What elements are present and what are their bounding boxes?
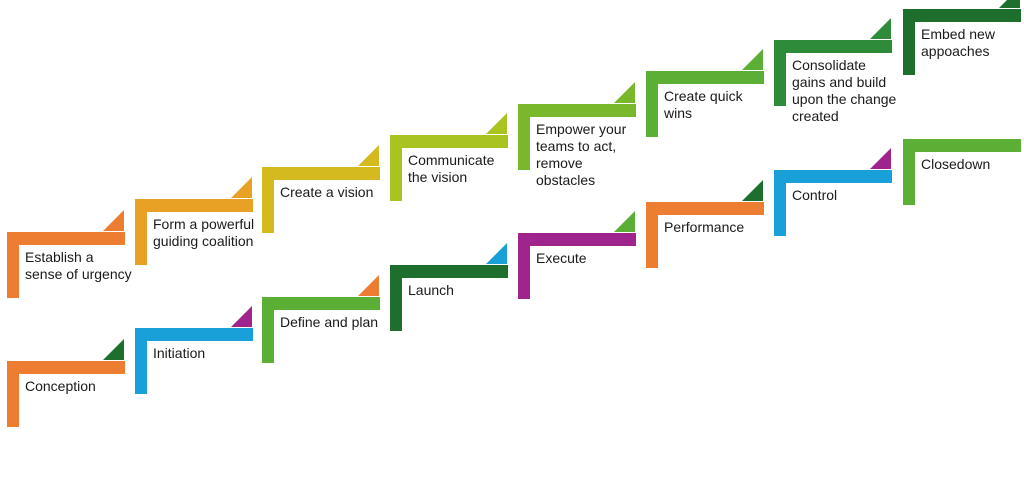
step-top-bar — [903, 139, 1021, 152]
step-top-bar — [518, 233, 636, 246]
step-label: Conception — [25, 378, 96, 394]
step-top-bar — [390, 135, 508, 148]
step-top-bar — [7, 232, 125, 245]
lower-step: Performance — [646, 180, 768, 327]
step-left-bar — [518, 233, 530, 299]
step-left-bar — [390, 135, 402, 201]
step-left-bar — [7, 232, 19, 298]
step-wedge-arrow — [231, 306, 252, 327]
step-label: Control — [792, 187, 838, 203]
lower-step: Control — [774, 148, 896, 295]
staircase-diagram: Establish a sense of urgency Form a power… — [7, 0, 1024, 427]
lower-step: Initiation — [135, 306, 257, 453]
lower-step: Launch — [390, 243, 512, 390]
step-wedge-arrow — [231, 177, 252, 198]
step-label: Execute — [536, 250, 587, 266]
step-top-bar — [646, 202, 764, 215]
step-label: Establish a sense of urgency — [25, 249, 132, 282]
step-wedge-arrow — [486, 243, 507, 264]
step-left-bar — [646, 202, 658, 268]
upper-step: Establish a sense of urgency — [7, 210, 132, 357]
step-top-bar — [774, 40, 892, 53]
step-left-bar — [774, 170, 786, 236]
step-wedge-arrow — [742, 49, 763, 70]
step-top-bar — [262, 167, 380, 180]
upper-step: Consolidate gains and build upon the cha… — [774, 18, 896, 165]
step-label: Embed new appoaches — [921, 26, 995, 59]
lower-step: Define and plan — [262, 275, 384, 422]
step-label: Initiation — [153, 345, 206, 361]
step-wedge-arrow — [486, 113, 507, 134]
step-label: Communicate the vision — [408, 152, 495, 185]
step-wedge-arrow — [614, 82, 635, 103]
step-label: Closedown — [921, 156, 991, 172]
step-top-bar — [7, 361, 125, 374]
step-label: Create quick wins — [664, 88, 743, 121]
upper-step: Form a powerful guiding coalition — [135, 177, 257, 324]
step-wedge-arrow — [358, 145, 379, 166]
upper-step: Create a vision — [262, 145, 384, 292]
step-left-bar — [774, 40, 786, 106]
step-left-bar — [135, 328, 147, 394]
step-top-bar — [903, 9, 1021, 22]
step-top-bar — [390, 265, 508, 278]
step-wedge-arrow — [103, 210, 124, 231]
step-top-bar — [135, 328, 253, 341]
step-left-bar — [903, 9, 915, 75]
step-top-bar — [646, 71, 764, 84]
step-left-bar — [262, 297, 274, 363]
step-label: Define and plan — [280, 314, 379, 330]
upper-step: Communicate the vision — [390, 113, 512, 260]
step-label: Consolidate gains and build upon the cha… — [792, 57, 897, 124]
step-wedge-arrow — [870, 18, 891, 39]
step-wedge-arrow — [999, 0, 1020, 8]
step-top-bar — [262, 297, 380, 310]
step-label: Create a vision — [280, 184, 374, 200]
step-top-bar — [518, 104, 636, 117]
upper-step: Embed new appoaches — [903, 0, 1024, 134]
step-left-bar — [262, 167, 274, 233]
step-label: Performance — [664, 219, 745, 235]
lower-step: Conception — [7, 339, 129, 486]
upper-step: Empower your teams to act, remove obstac… — [518, 82, 640, 229]
upper-step: Create quick wins — [646, 49, 768, 196]
lower-step: Closedown — [903, 139, 1024, 264]
step-wedge-arrow — [614, 211, 635, 232]
step-wedge-arrow — [870, 148, 891, 169]
step-left-bar — [7, 361, 19, 427]
step-left-bar — [135, 199, 147, 265]
step-top-bar — [135, 199, 253, 212]
step-left-bar — [518, 104, 530, 170]
step-left-bar — [903, 139, 915, 205]
step-label: Launch — [408, 282, 454, 298]
step-wedge-arrow — [742, 180, 763, 201]
step-label: Empower your teams to act, remove obstac… — [536, 121, 627, 188]
step-left-bar — [390, 265, 402, 331]
step-wedge-arrow — [358, 275, 379, 296]
step-label: Form a powerful guiding coalition — [153, 216, 255, 249]
step-wedge-arrow — [103, 339, 124, 360]
step-left-bar — [646, 71, 658, 137]
step-top-bar — [774, 170, 892, 183]
lower-step: Execute — [518, 211, 640, 358]
